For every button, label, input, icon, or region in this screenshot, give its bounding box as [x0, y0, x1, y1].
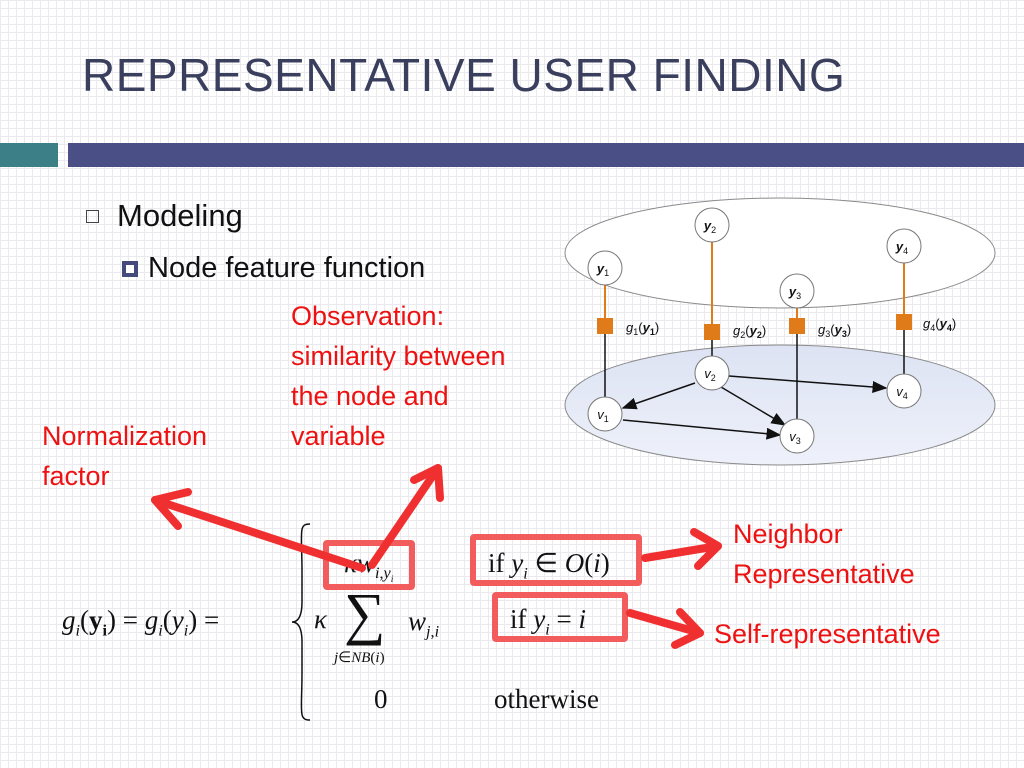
title-accent-bar — [0, 143, 58, 167]
label-v3: v3 — [789, 429, 801, 446]
formula-case3-expr: 0 — [374, 684, 388, 714]
label-v4: v4 — [896, 384, 908, 401]
formula-lhs: gi(yi) = gi(yi) = — [62, 605, 220, 640]
arrow-to-neighbor — [641, 542, 722, 562]
bullet-node-feature-text: Node feature function — [148, 252, 426, 284]
normalization-line-1: Normalization — [42, 421, 208, 451]
variable-layer-ellipse — [564, 197, 996, 309]
neighbor-line-2: Representative — [733, 559, 915, 589]
observation-annotation: Observation: similarity between the node… — [291, 296, 506, 456]
variable-y1-circle — [587, 250, 623, 286]
factor-graph-diagram: y2 y4 y1 y3 v2 v1 v4 v3 g1(y1) g2(y2) g3… — [564, 197, 996, 466]
highlight-normalization-term — [323, 540, 415, 590]
node-v3-circle — [779, 418, 815, 454]
highlight-self-condition — [492, 592, 628, 642]
formula-case2-w: wj,i — [408, 606, 440, 641]
arrow-to-self — [626, 609, 704, 637]
summation-index: j∈NB(i) — [334, 650, 385, 666]
observation-line-4: variable — [291, 421, 386, 451]
observation-line-1: Observation: — [291, 301, 445, 331]
variable-y4-circle — [886, 228, 922, 264]
self-annotation: Self-representative — [714, 619, 941, 649]
slide-title: REPRESENTATIVE USER FINDING — [82, 49, 846, 101]
factor-g1-square — [597, 318, 613, 334]
formula-case2-cond: if yi = i — [510, 604, 586, 639]
arrow-to-normalization — [151, 496, 366, 572]
observation-line-3: the node and — [291, 381, 449, 411]
bullet-node-feature: Node feature function — [122, 252, 425, 285]
title-underline-bar — [68, 143, 1024, 167]
node-layer-ellipse — [564, 344, 996, 466]
label-v1: v1 — [597, 407, 609, 424]
normalization-annotation: Normalization factor — [42, 416, 207, 496]
factor-g2-square — [704, 324, 720, 340]
node-v4-circle — [886, 373, 922, 409]
node-v2-circle — [694, 355, 730, 391]
factor-g4-square — [896, 314, 912, 330]
summation-sign: ∑ — [344, 581, 386, 646]
factor-g3-square — [789, 318, 805, 334]
formula-case1-cond: if yi ∈ O(i) — [488, 548, 610, 583]
factor-label-g1: g1(y1) — [626, 320, 659, 337]
normalization-line-2: factor — [42, 461, 110, 491]
highlight-neighbor-condition — [470, 534, 642, 586]
factor-label-g3: g3(y3) — [818, 322, 851, 339]
node-v1-circle — [587, 396, 623, 432]
formula-case2-kappa: κ — [314, 604, 327, 634]
factor-label-g4: g4(y4) — [923, 316, 956, 333]
filled-square-bullet-icon — [122, 260, 138, 277]
variable-y3-circle — [779, 273, 815, 309]
variable-y2-circle — [694, 207, 730, 243]
bullet-modeling-text: Modeling — [117, 198, 243, 233]
observation-line-2: similarity between — [291, 341, 506, 371]
hollow-square-bullet-icon — [86, 209, 99, 223]
formula-case3-cond: otherwise — [494, 684, 599, 714]
bullet-modeling: Modeling — [86, 198, 243, 234]
label-v2: v2 — [704, 366, 716, 383]
neighbor-annotation: Neighbor Representative — [733, 514, 915, 594]
arrow-to-observation — [368, 464, 442, 569]
factor-label-g2: g2(y2) — [733, 323, 766, 340]
neighbor-line-1: Neighbor — [733, 519, 843, 549]
